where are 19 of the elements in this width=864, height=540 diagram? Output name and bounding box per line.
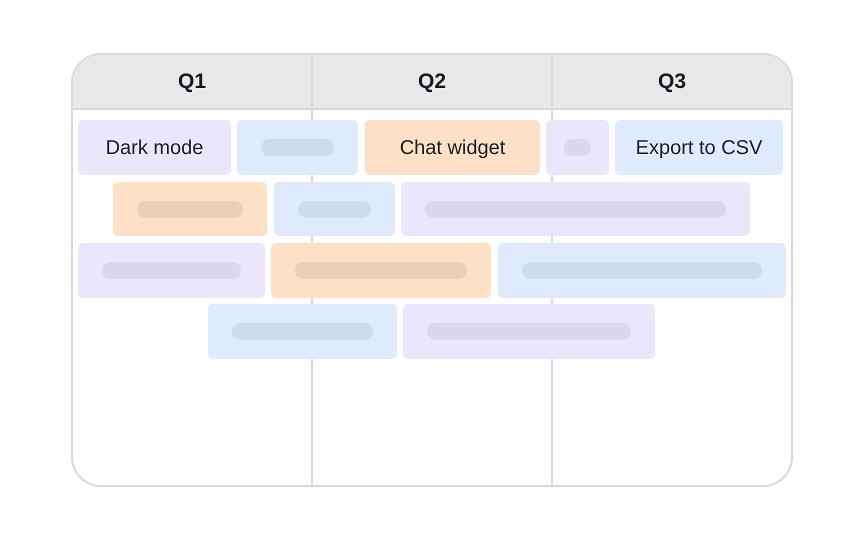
roadmap-bar — [113, 182, 267, 236]
feature-label: Chat widget — [400, 136, 506, 160]
roadmap-bar — [271, 243, 491, 298]
roadmap-bar — [615, 120, 783, 175]
column-header: Q3 — [658, 69, 686, 95]
roadmap-bar — [546, 120, 609, 175]
roadmap-bar — [78, 120, 231, 175]
roadmap-bar — [208, 304, 397, 359]
feature-label: Dark mode — [106, 136, 204, 160]
roadmap-bar — [403, 304, 655, 359]
column-header: Q2 — [418, 69, 446, 95]
roadmap-bar — [237, 120, 358, 175]
roadmap-bar — [401, 182, 750, 236]
column-header: Q1 — [178, 69, 206, 95]
feature-label: Export to CSV — [636, 136, 762, 160]
roadmap-bar — [365, 120, 540, 175]
roadmap-bar — [498, 243, 786, 298]
roadmap-bar — [78, 243, 265, 298]
roadmap-bar — [274, 182, 395, 236]
